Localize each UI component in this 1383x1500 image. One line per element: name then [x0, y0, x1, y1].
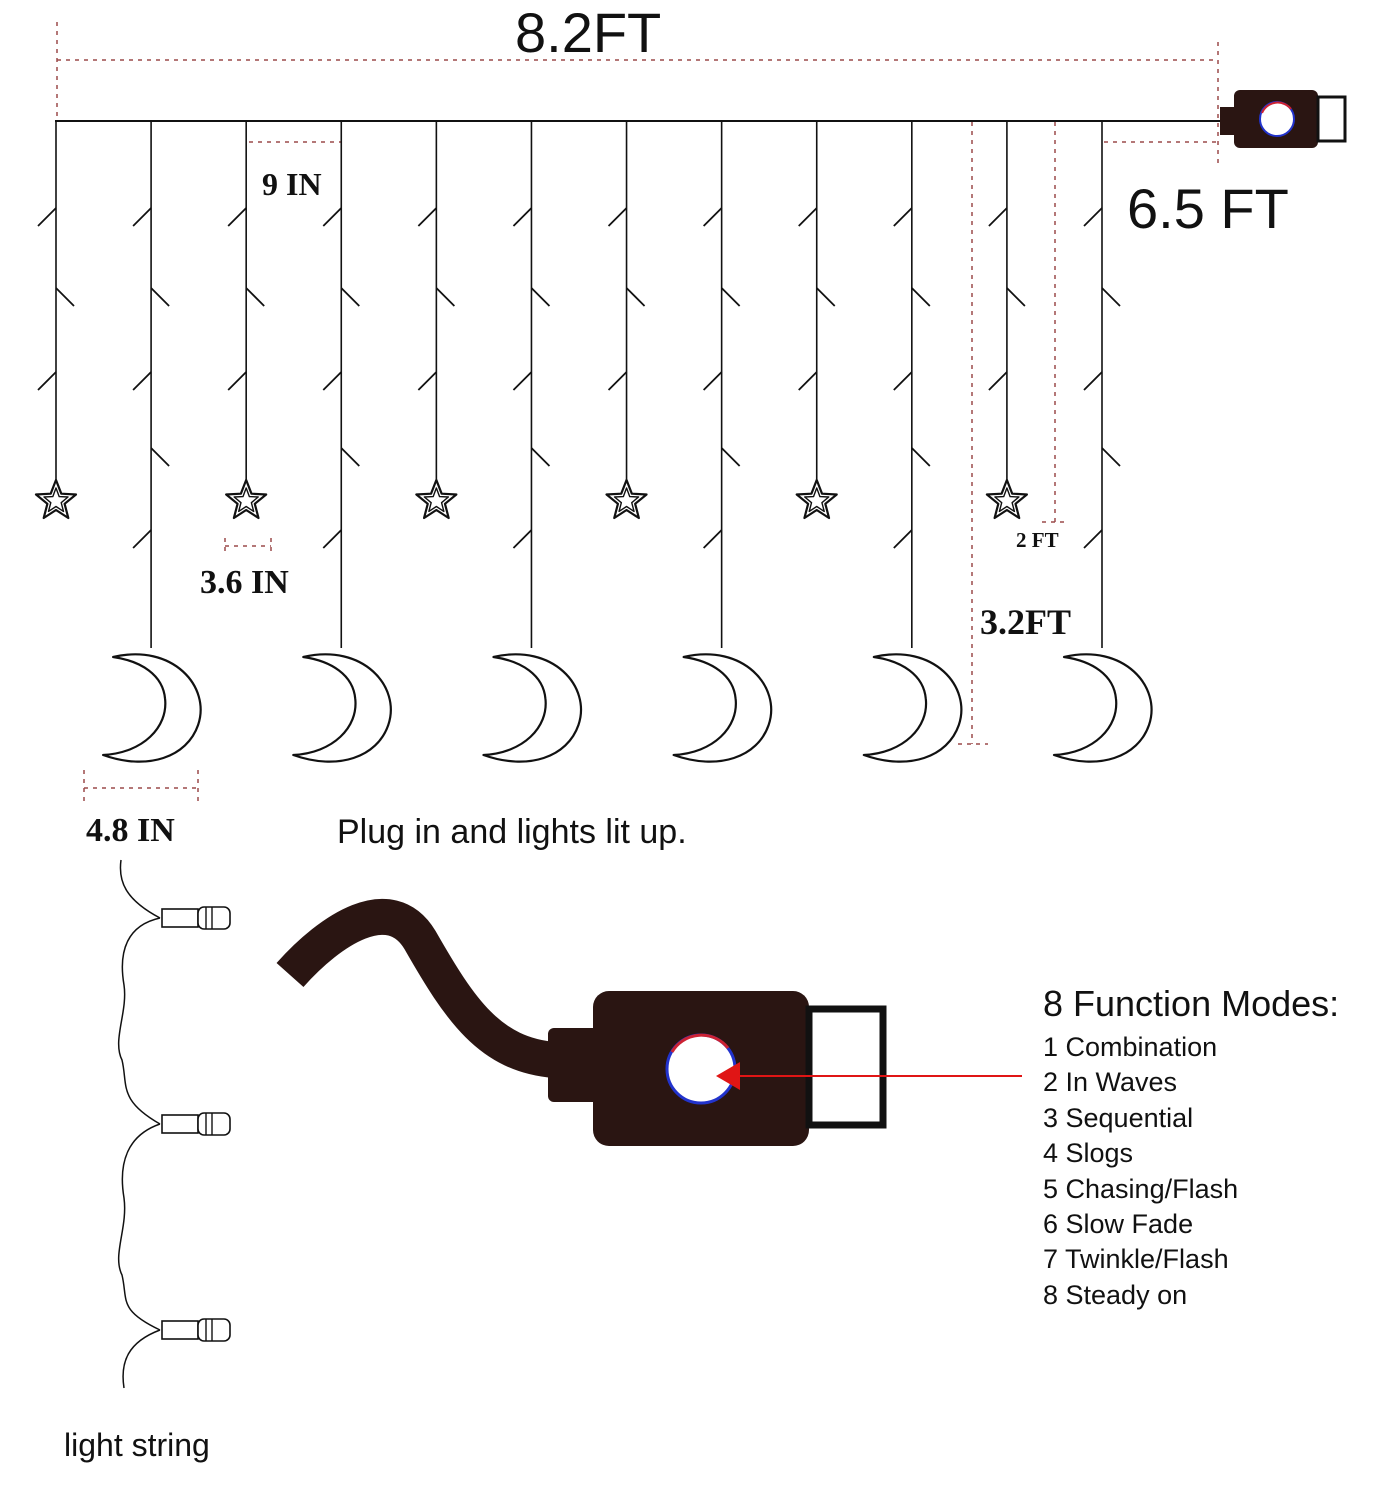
led-bulb-mark [340, 287, 360, 307]
strand-spacing-label: 9 IN [262, 166, 322, 202]
led-bulb-mark [132, 529, 152, 549]
mode-item: 4 Slogs [1043, 1138, 1134, 1169]
led-bulb-mark [816, 287, 836, 307]
star-icon [795, 478, 838, 520]
crescent-moon-icon [862, 653, 963, 763]
led-bulb-mark [798, 207, 818, 227]
usb-cable [276, 898, 557, 1078]
mode-item: 5 Chasing/Flash [1043, 1173, 1239, 1204]
led-bulb-mark [607, 207, 628, 227]
mode-item: 6 Slow Fade [1043, 1208, 1194, 1239]
crescent-moon-icon [101, 653, 202, 763]
large-usb-controller-icon [276, 898, 1022, 1146]
led-bulb-mark [702, 207, 723, 227]
star-icon [605, 478, 648, 520]
led-bulb-mark [37, 207, 57, 227]
led-bulb-mark [1083, 529, 1103, 549]
long-strand-label: 3.2FT [980, 602, 1072, 642]
led-bulb-mark [798, 371, 818, 391]
led-bulb-mark [37, 371, 57, 391]
led-bulb-mark [530, 287, 551, 307]
usb-controller-icon [1220, 90, 1347, 148]
function-modes-title: 8 Function Modes: [1043, 983, 1340, 1024]
mode-item: 7 Twinkle/Flash [1043, 1244, 1229, 1275]
led-bulb-mark [55, 287, 75, 307]
star-icon [985, 478, 1029, 520]
moon-size-label: 4.8 IN [86, 812, 175, 849]
dimension-lines [56, 22, 1219, 804]
led-bulb-mark [1083, 207, 1103, 227]
light-string-label: light string [64, 1427, 210, 1463]
crescent-moon-icon [672, 653, 773, 763]
led-bulb-mark [720, 447, 741, 467]
led-bulb-mark [1083, 371, 1103, 391]
star-size-label: 3.6 IN [200, 564, 289, 601]
led-bulb-mark [417, 371, 438, 391]
crescent-moon-icon [1052, 653, 1153, 763]
led-bulb-mark [893, 371, 913, 391]
bulb-icon [161, 1112, 231, 1136]
led-bulb-mark [1006, 287, 1026, 307]
crescent-moon-icon [482, 653, 583, 763]
mode-item: 2 In Waves [1043, 1067, 1178, 1098]
led-bulb-mark [227, 371, 247, 391]
led-bulb-mark [132, 207, 152, 227]
led-bulb-mark [512, 371, 533, 391]
led-bulb-mark [702, 529, 723, 549]
led-bulb-mark [150, 447, 170, 467]
function-modes-list: 1 Combination 2 In Waves 3 Sequential 4 … [1043, 1030, 1238, 1313]
light-string-illustration [118, 859, 231, 1389]
star-icon [34, 478, 78, 520]
light-string-wire [118, 859, 161, 1389]
led-bulb-mark [227, 207, 247, 227]
mode-item: 1 Combination [1043, 1032, 1218, 1062]
led-bulb-mark [512, 207, 533, 227]
mode-item: 3 Sequential [1043, 1102, 1194, 1133]
total-width-label: 8.2FT [515, 1, 662, 64]
star-icon [225, 478, 268, 520]
led-bulb-mark [340, 447, 360, 467]
led-bulb-mark [988, 371, 1008, 391]
led-bulb-mark [1101, 287, 1121, 307]
bulb-icon [161, 906, 231, 930]
led-bulb-mark [322, 529, 342, 549]
star-icon [415, 478, 458, 520]
bulb-icon [161, 1318, 231, 1342]
mode-item: 8 Steady on [1043, 1279, 1188, 1310]
led-bulb-mark [607, 371, 628, 391]
led-bulb-mark [530, 447, 551, 467]
led-bulb-mark [1101, 447, 1121, 467]
plug-in-caption: Plug in and lights lit up. [337, 813, 687, 851]
strand-group [34, 121, 1153, 763]
led-bulb-mark [322, 371, 342, 391]
led-bulb-mark [893, 529, 913, 549]
led-bulb-mark [417, 207, 438, 227]
led-bulb-mark [322, 207, 342, 227]
led-bulb-mark [911, 287, 931, 307]
led-bulb-mark [988, 207, 1008, 227]
led-bulb-mark [435, 287, 456, 307]
short-strand-label: 2 FT [1016, 528, 1059, 552]
led-bulb-mark [132, 371, 152, 391]
led-bulb-mark [720, 287, 741, 307]
lead-cord-label: 6.5 FT [1127, 177, 1289, 240]
led-bulb-mark [245, 287, 265, 307]
led-bulb-mark [702, 371, 723, 391]
led-bulb-mark [512, 529, 533, 549]
led-bulb-mark [893, 207, 913, 227]
led-bulb-mark [625, 287, 646, 307]
led-bulb-mark [911, 447, 931, 467]
crescent-moon-icon [292, 653, 392, 763]
led-bulb-mark [150, 287, 170, 307]
